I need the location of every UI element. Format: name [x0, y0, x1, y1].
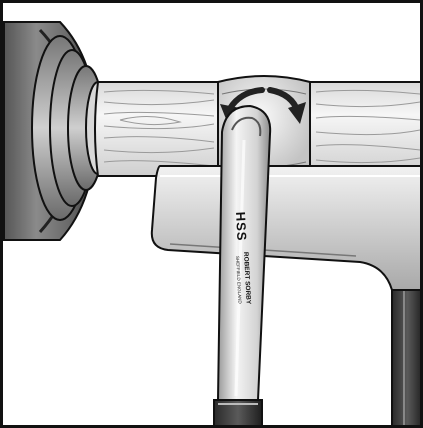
gouge-ferrule: [213, 399, 263, 428]
tool-marking-hss: HSS: [233, 211, 250, 241]
wood-workpiece-right: [309, 81, 423, 177]
spindle-gouge: [213, 104, 272, 428]
tool-fine-print: SHEFFIELD ENGLAND: [235, 256, 243, 305]
tool-rest-post: [391, 271, 423, 428]
rotate-right-arrow: [267, 87, 306, 124]
tool-brand-text: ROBERT SORBY: [242, 252, 252, 305]
wood-workpiece-left: [94, 81, 219, 177]
